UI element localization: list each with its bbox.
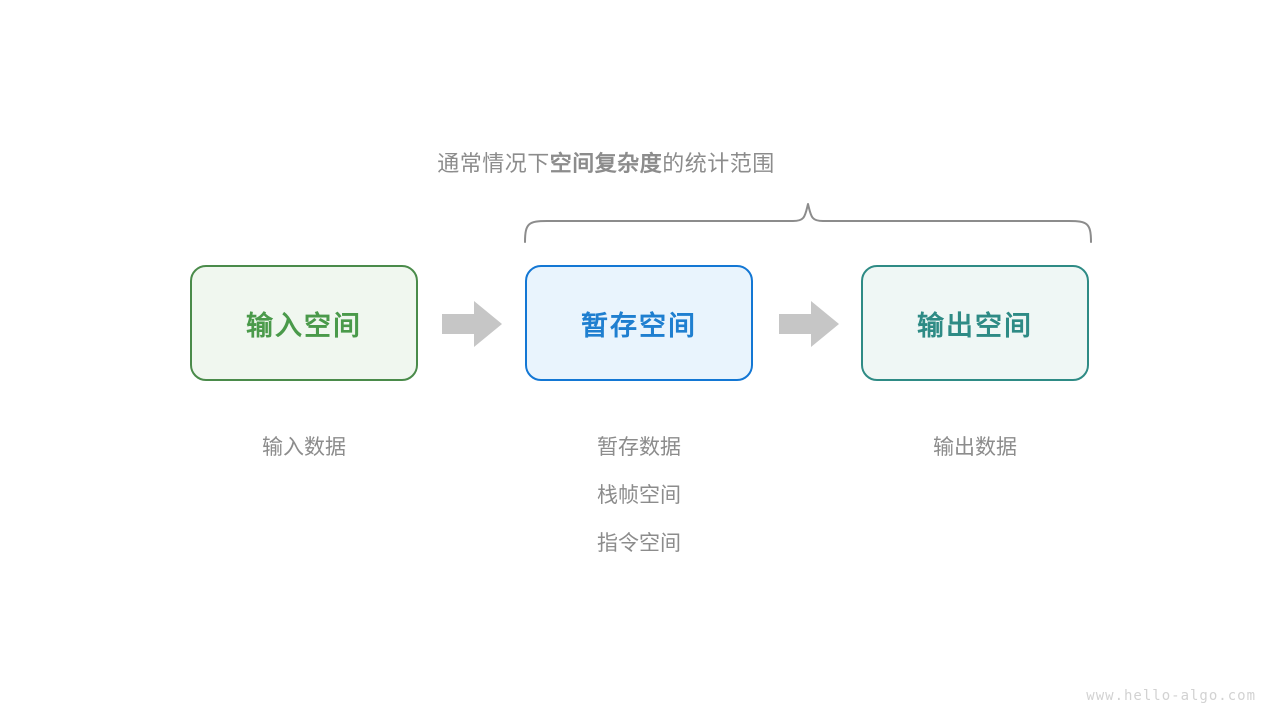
list-item: 输出数据 bbox=[933, 436, 1017, 459]
list-item: 暂存数据 bbox=[597, 436, 681, 459]
block-temp-space-label: 暂存空间 bbox=[581, 310, 697, 341]
scope-brace-icon bbox=[524, 203, 1092, 243]
caption-prefix: 通常情况下 bbox=[437, 151, 550, 176]
list-item: 输入数据 bbox=[262, 436, 346, 459]
block-output-space-label: 输出空间 bbox=[917, 310, 1033, 341]
block-temp-space-items: 暂存数据 栈帧空间 指令空间 bbox=[525, 424, 753, 568]
arrow-right-icon-1 bbox=[442, 301, 502, 347]
block-output-space[interactable]: 输出空间 bbox=[861, 265, 1089, 381]
scope-caption-text: 通常情况下空间复杂度的统计范围 bbox=[437, 148, 775, 180]
scope-caption: 通常情况下空间复杂度的统计范围 bbox=[0, 148, 1280, 180]
caption-suffix: 的统计范围 bbox=[662, 151, 775, 176]
caption-emphasis: 空间复杂度 bbox=[549, 151, 663, 176]
arrow-right-icon-2 bbox=[779, 301, 839, 347]
list-item: 栈帧空间 bbox=[597, 484, 681, 507]
watermark: www.hello-algo.com bbox=[1086, 688, 1256, 704]
block-input-space-items: 输入数据 bbox=[190, 424, 418, 472]
block-input-space[interactable]: 输入空间 bbox=[190, 265, 418, 381]
block-temp-space[interactable]: 暂存空间 bbox=[525, 265, 753, 381]
list-item: 指令空间 bbox=[597, 532, 681, 555]
block-input-space-label: 输入空间 bbox=[246, 310, 362, 341]
block-output-space-items: 输出数据 bbox=[861, 424, 1089, 472]
